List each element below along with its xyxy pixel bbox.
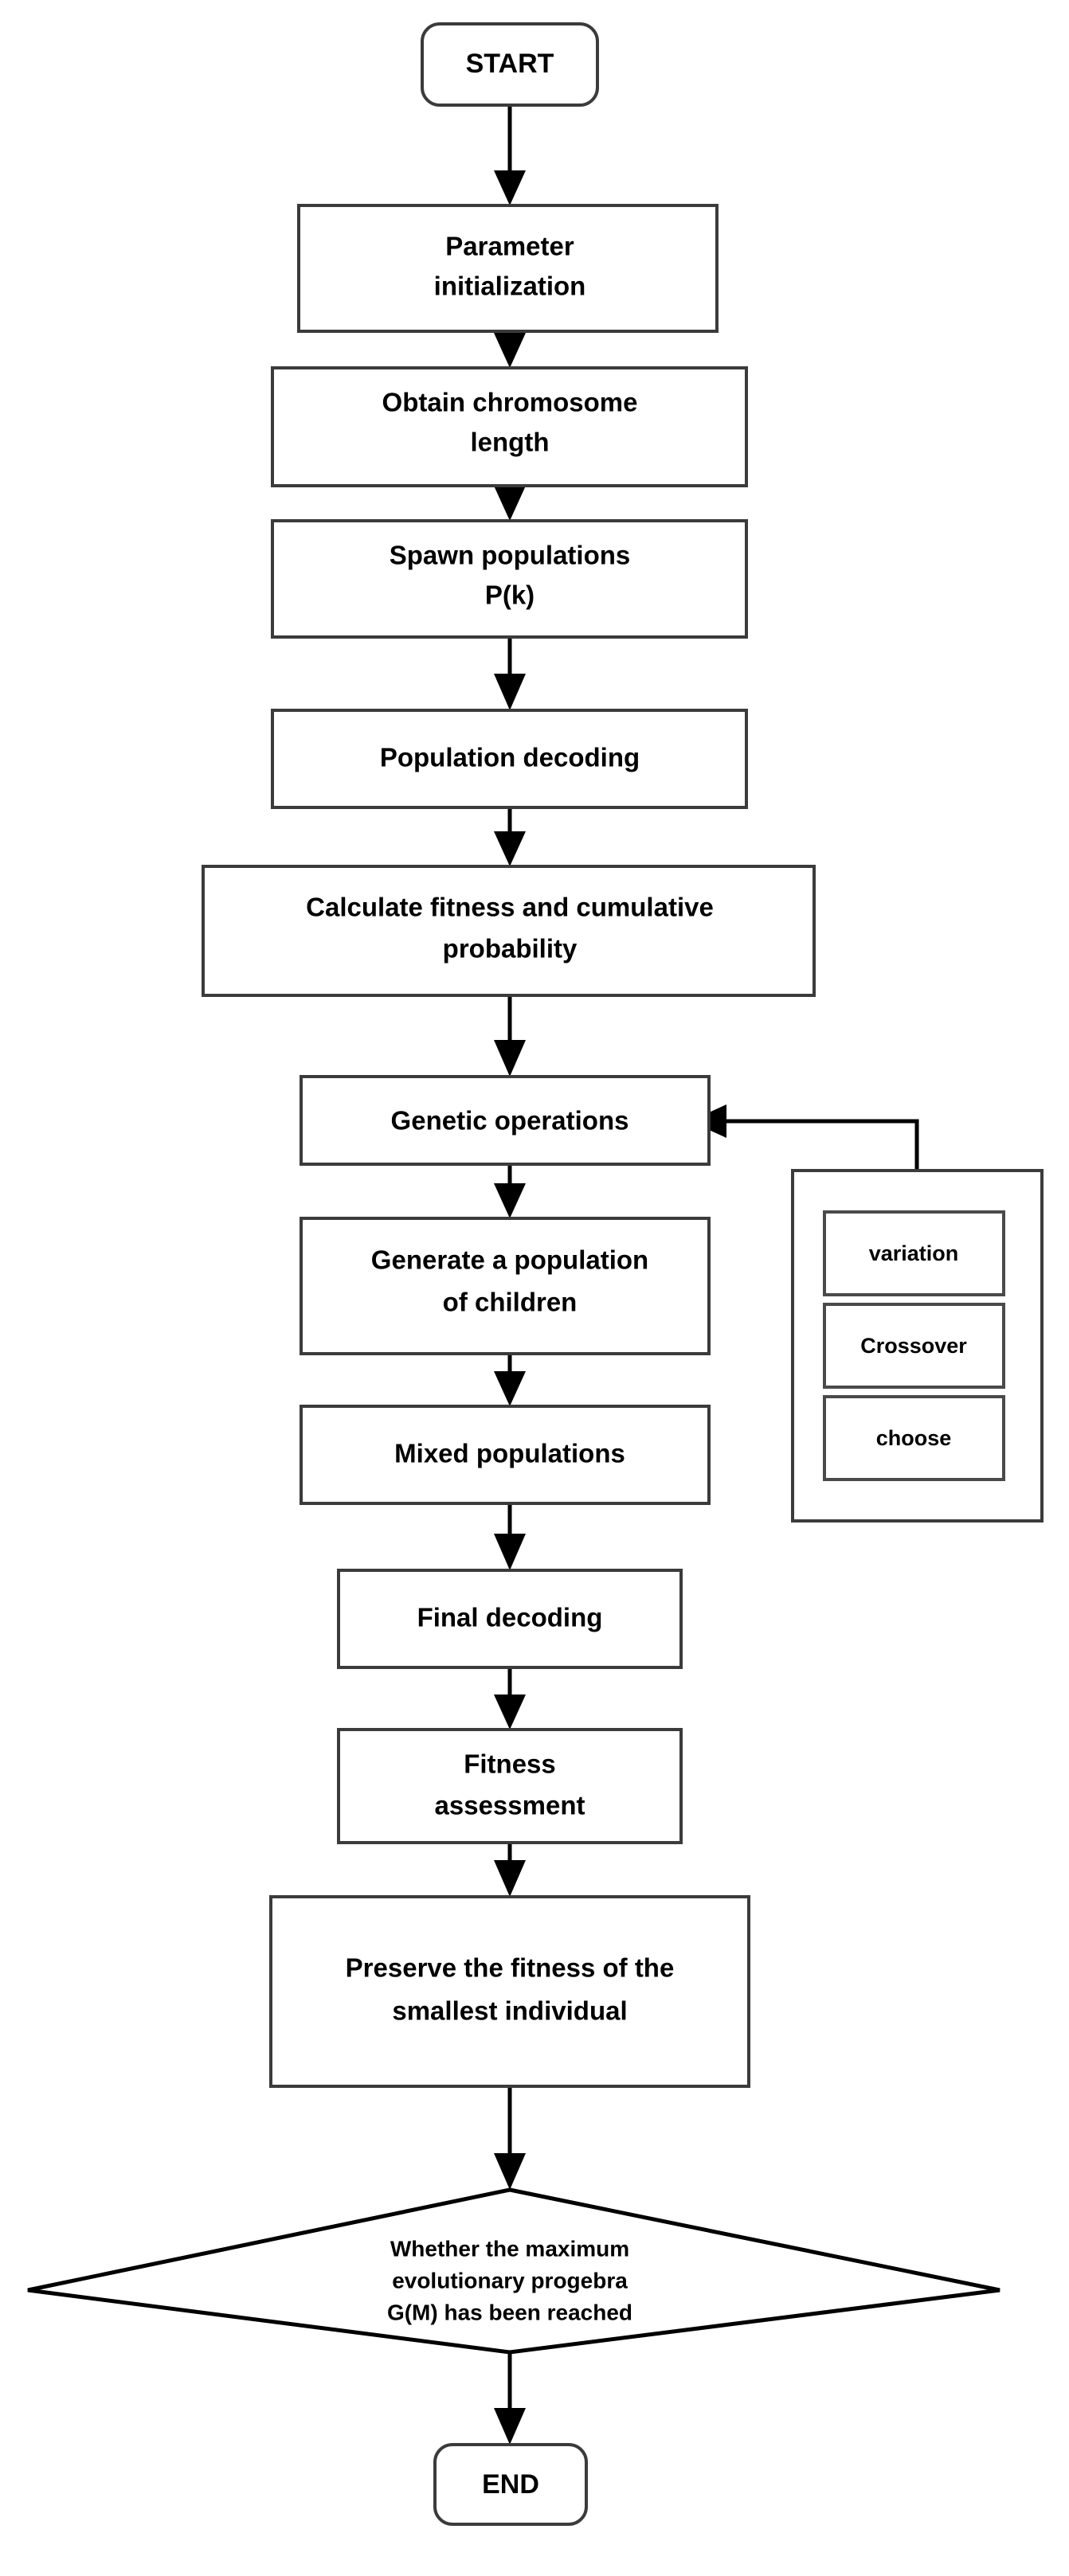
connector-chromosome-to-spawn (494, 486, 526, 521)
connector-parameter-to-chromosome (494, 331, 526, 368)
node-parameter-initialization[interactable]: Parameter initialization (297, 204, 719, 333)
node-preserve-fitness-line1: Preserve the fitness of the (346, 1953, 675, 1983)
node-generate-children-line1: Generate a population (371, 1245, 648, 1275)
node-spawn-populations-line2: P(k) (485, 580, 534, 610)
node-fitness-assessment-line2: assessment (435, 1791, 585, 1820)
node-fitness-assessment[interactable]: Fitness assessment (337, 1728, 683, 1844)
node-final-decoding-line1: Final decoding (417, 1603, 603, 1632)
node-end[interactable]: END (433, 2443, 588, 2526)
node-obtain-chromosome-length[interactable]: Obtain chromosome length (271, 366, 748, 487)
node-parameter-initialization-line1: Parameter (445, 232, 574, 261)
node-preserve-fitness[interactable]: Preserve the fitness of the smallest ind… (269, 1895, 750, 2088)
connector-preserve-to-decision (494, 2086, 526, 2190)
connector-start-to-parameter (494, 105, 526, 205)
node-start[interactable]: START (421, 22, 599, 107)
node-final-decoding[interactable]: Final decoding (337, 1569, 683, 1669)
node-fitness-assessment-line1: Fitness (464, 1749, 556, 1779)
node-population-decoding[interactable]: Population decoding (271, 709, 748, 809)
operator-item-variation[interactable]: variation (823, 1210, 1005, 1296)
node-decision-line3: G(M) has been reached (387, 2300, 632, 2324)
node-mixed-populations-line1: Mixed populations (394, 1439, 625, 1468)
connector-fitness-to-preserve (494, 1843, 526, 1897)
node-generate-children-line2: of children (443, 1288, 578, 1317)
node-generate-children[interactable]: Generate a population of children (300, 1217, 711, 1355)
connector-decision-to-end (494, 2352, 526, 2445)
node-population-decoding-line1: Population decoding (380, 743, 640, 772)
node-mixed-populations[interactable]: Mixed populations (300, 1405, 711, 1505)
operator-item-crossover-label: Crossover (860, 1334, 967, 1358)
operator-item-variation-label: variation (869, 1241, 959, 1265)
node-decision-line1: Whether the maximum (390, 2236, 629, 2261)
operator-item-choose[interactable]: choose (823, 1395, 1005, 1481)
connector-decoding-to-calculate (494, 807, 526, 866)
node-parameter-initialization-line2: initialization (434, 272, 586, 301)
node-obtain-chromosome-length-line1: Obtain chromosome (382, 388, 638, 417)
node-end-label: END (482, 2469, 539, 2500)
node-calculate-fitness-line2: probability (443, 934, 578, 964)
connector-children-to-mixed (494, 1354, 526, 1406)
node-spawn-populations-line1: Spawn populations (390, 541, 631, 570)
node-calculate-fitness-line1: Calculate fitness and cumulative (306, 893, 714, 922)
operator-group-panel: variation Crossover choose (791, 1169, 1044, 1523)
connector-operator-group-feedback (690, 1104, 919, 1171)
node-start-label: START (466, 49, 554, 79)
operator-item-crossover[interactable]: Crossover (823, 1303, 1005, 1389)
connector-spawn-to-decoding (494, 637, 526, 710)
connector-genetic-to-children (494, 1164, 526, 1218)
connector-mixed-to-final (494, 1503, 526, 1570)
node-genetic-operations[interactable]: Genetic operations (300, 1075, 711, 1166)
operator-item-choose-label: choose (876, 1426, 952, 1450)
node-calculate-fitness[interactable]: Calculate fitness and cumulative probabi… (202, 865, 816, 997)
node-obtain-chromosome-length-line2: length (471, 428, 550, 457)
node-spawn-populations[interactable]: Spawn populations P(k) (271, 519, 748, 639)
connector-calculate-to-genetic (494, 995, 526, 1077)
node-genetic-operations-line1: Genetic operations (391, 1106, 629, 1136)
node-preserve-fitness-line2: smallest individual (392, 1996, 627, 2026)
node-decision-max-generation[interactable]: Whether the maximum evolutionary progebr… (27, 2187, 1000, 2355)
node-decision-line2: evolutionary progebra (392, 2268, 628, 2293)
connector-final-to-fitness (494, 1667, 526, 1730)
